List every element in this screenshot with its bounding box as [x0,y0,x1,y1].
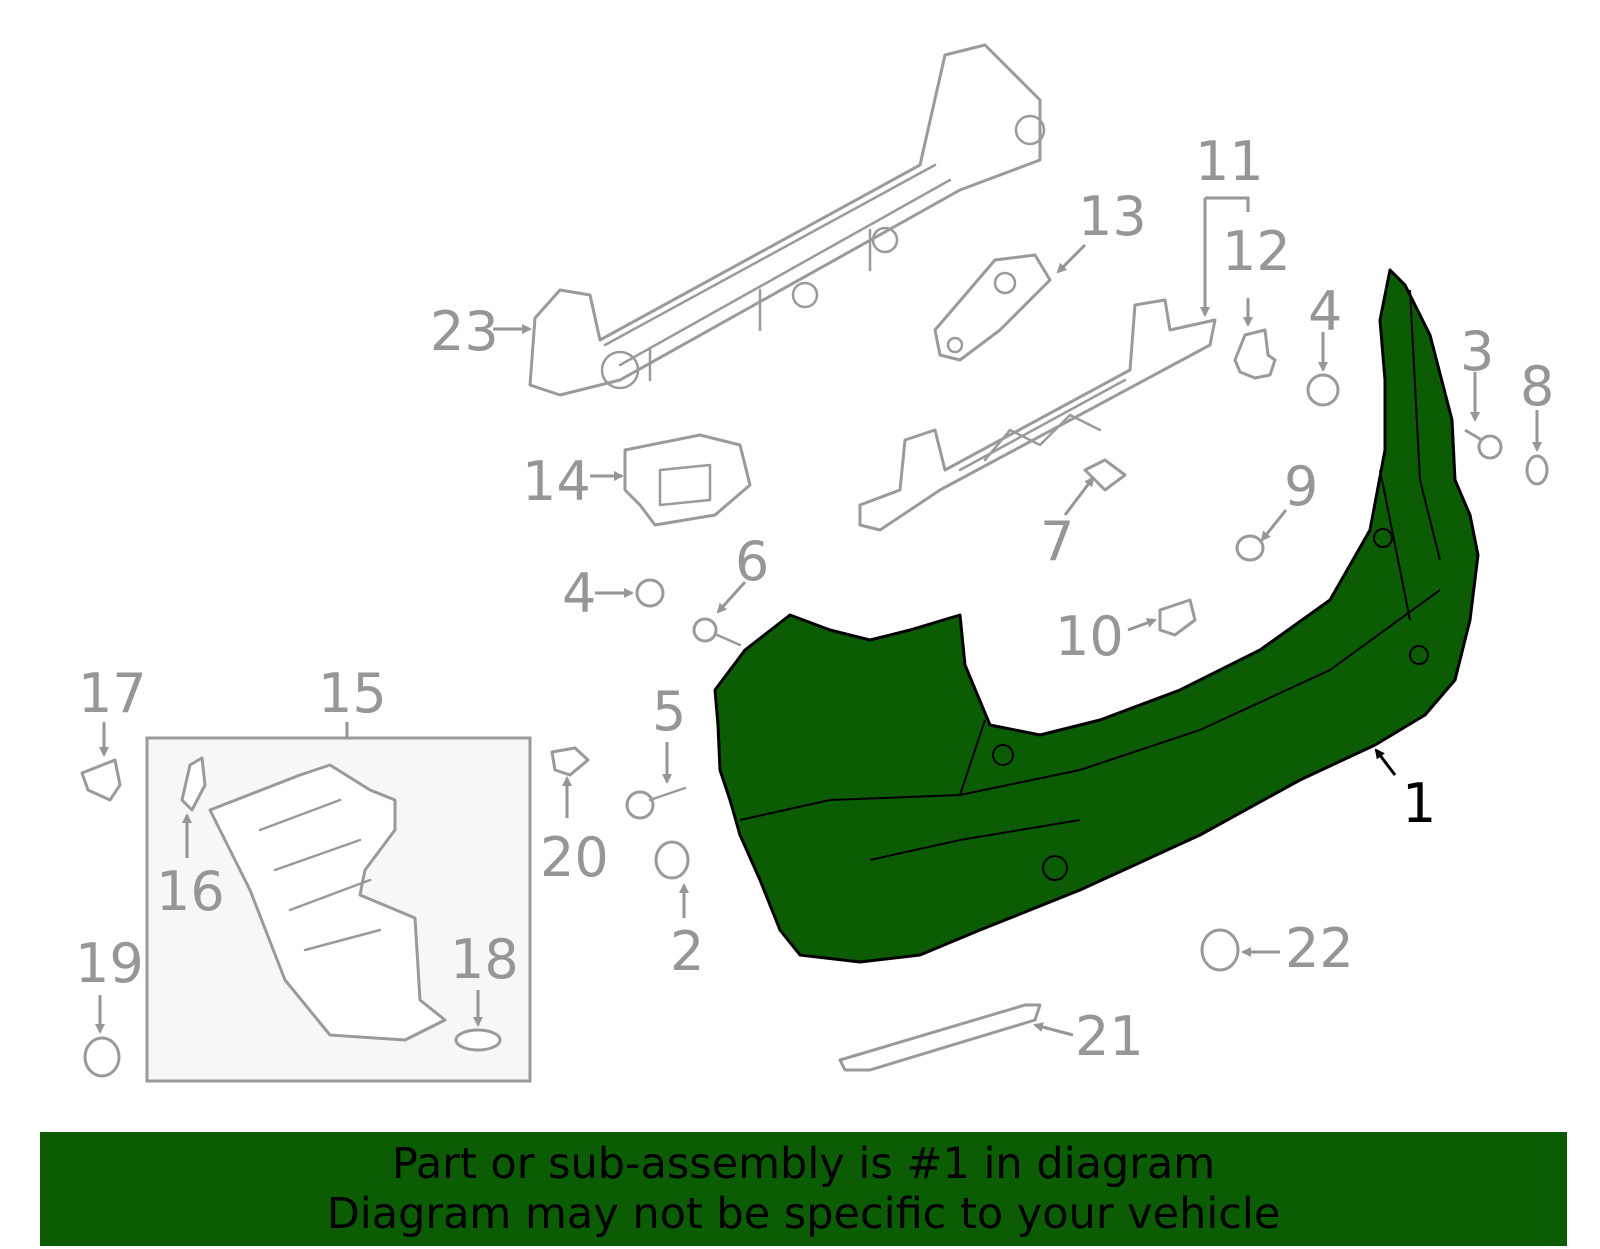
side-bracket-part-15[interactable] [208,763,447,1042]
bolt-part-6[interactable] [692,617,742,647]
reflector-part-21[interactable] [838,1003,1042,1072]
inset-box-15 [145,736,532,1083]
nut-part-4-upper[interactable] [1306,373,1340,407]
callout-4-lower: 4 [562,562,596,625]
callout-10: 10 [1055,605,1124,668]
leader-9 [1260,509,1288,542]
callout-1: 1 [1402,772,1436,835]
leader-21 [1033,1022,1074,1037]
callout-11: 11 [1195,130,1264,193]
banner-line-2: Diagram may not be specific to your vehi… [326,1189,1281,1239]
callout-5: 5 [652,680,686,743]
leader-1 [1374,748,1397,776]
bracket-part-20[interactable] [550,746,590,777]
callout-12: 12 [1222,220,1291,283]
callout-22: 22 [1285,917,1354,980]
grommet-part-8[interactable] [1525,454,1549,486]
callout-4-upper: 4 [1308,280,1342,343]
leader-6 [716,580,747,614]
callout-18: 18 [450,928,519,991]
grommet-part-9[interactable] [1235,534,1265,562]
leader-10 [1127,618,1157,632]
grommet-part-22[interactable] [1200,928,1240,972]
nut-part-18[interactable] [454,1028,502,1052]
leader-13 [1056,243,1087,274]
energy-absorber-part[interactable] [858,298,1217,532]
callout-20: 20 [540,826,609,889]
screw-part-3[interactable] [1464,428,1503,460]
callout-19: 19 [75,932,144,995]
leader-11 [1205,196,1250,212]
callout-21: 21 [1075,1005,1144,1068]
side-bracket-part[interactable] [623,433,752,527]
disclaimer-banner: Part or sub-assembly is #1 in diagram Di… [40,1132,1567,1246]
callout-6: 6 [735,530,769,593]
clip-part-17[interactable] [80,758,122,802]
callout-23: 23 [430,300,499,363]
callout-17: 17 [78,662,147,725]
reinforcement-beam-part[interactable] [528,43,1046,397]
callout-14: 14 [522,450,591,513]
clip-part-2[interactable] [654,840,690,880]
bumper-cover-part-1[interactable] [713,268,1480,964]
clip-part-12[interactable] [1233,328,1277,380]
callout-15: 15 [318,662,387,725]
upper-bracket-part[interactable] [933,253,1052,362]
callout-2: 2 [670,920,704,983]
callout-13: 13 [1078,185,1147,248]
clip-part-19[interactable] [83,1036,121,1078]
leader-7 [1063,476,1095,516]
callout-8: 8 [1520,355,1554,418]
bracket-part-10[interactable] [1158,598,1197,637]
nut-part-4-lower[interactable] [635,578,665,608]
clip-part-16[interactable] [180,756,207,812]
banner-line-1: Part or sub-assembly is #1 in diagram [391,1139,1216,1189]
callout-7: 7 [1040,510,1074,573]
callout-3: 3 [1460,320,1494,383]
small-cover-part[interactable] [1083,458,1127,492]
callout-9: 9 [1284,455,1318,518]
callout-16: 16 [156,860,225,923]
bolt-part-5[interactable] [625,786,687,820]
